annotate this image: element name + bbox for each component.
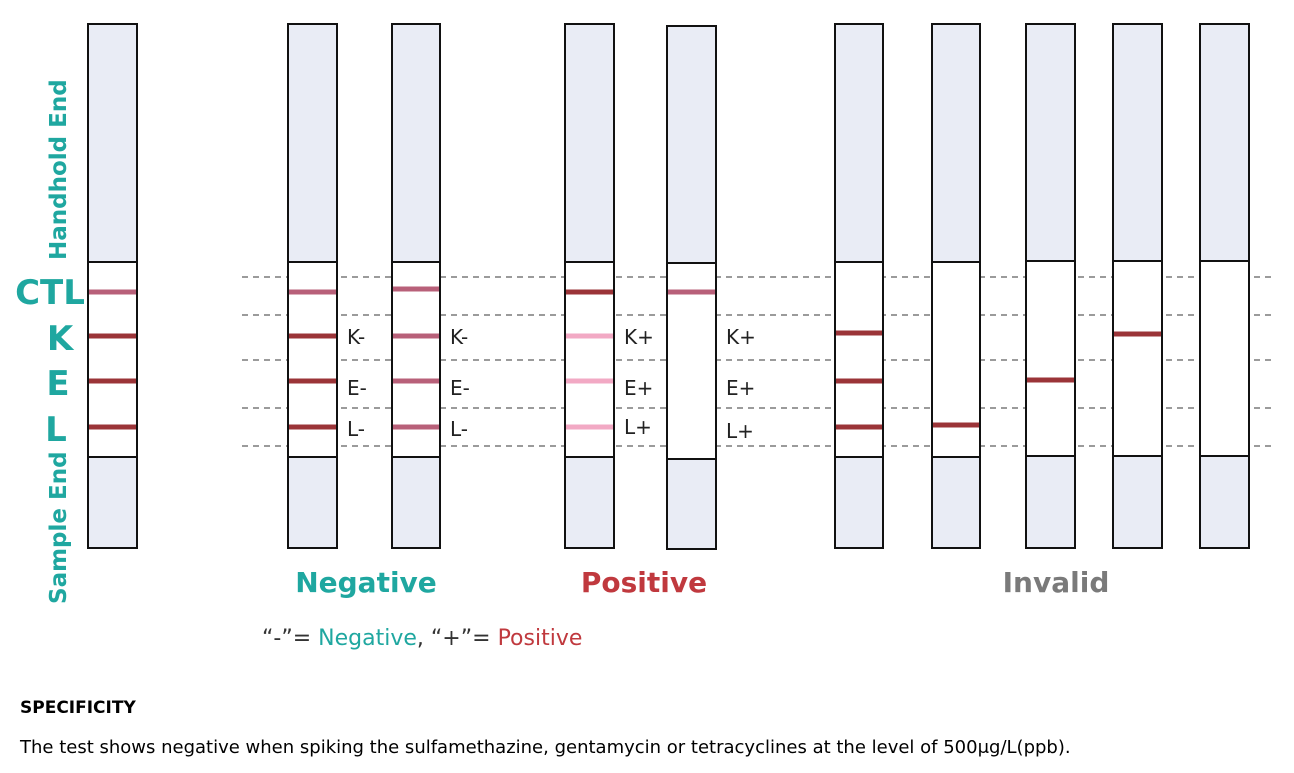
strip-sample-section bbox=[287, 456, 338, 549]
test-strip-invalid-1 bbox=[834, 23, 884, 549]
test-strip-invalid-5 bbox=[1199, 23, 1250, 549]
strip-sample-section bbox=[1025, 455, 1076, 549]
guide-lines bbox=[242, 276, 1276, 447]
legend-negative: Negative bbox=[318, 626, 417, 651]
handhold-end-label: Handhold End bbox=[46, 79, 72, 260]
ctl-label: CTL bbox=[15, 273, 85, 313]
legend-separator: , bbox=[416, 626, 431, 651]
invalid-group-title: Invalid bbox=[1003, 566, 1110, 599]
test-strip-diagram: K- E- L- K- E- L- K+ E+ L+ K+ E+ L+ Handhold End Sa… bbox=[15, 23, 1276, 604]
strip-result-window bbox=[1199, 260, 1250, 457]
negative-group-title: Negative bbox=[295, 566, 437, 599]
strip-result-window bbox=[1025, 260, 1076, 457]
specificity-text: The test shows negative when spiking the… bbox=[20, 737, 1071, 758]
l-label: L bbox=[45, 410, 67, 450]
strip-sample-section bbox=[391, 456, 441, 549]
strip-handhold-section bbox=[834, 23, 884, 263]
strip-handhold-section bbox=[931, 23, 981, 263]
strip-handhold-section bbox=[564, 23, 615, 263]
strip-sample-section bbox=[564, 456, 615, 549]
result-mark-l: L+ bbox=[624, 415, 652, 439]
sample-end-label: Sample End bbox=[46, 451, 72, 604]
strip-result-window bbox=[931, 261, 981, 458]
e-label: E bbox=[46, 364, 69, 404]
result-mark-k: K+ bbox=[726, 325, 756, 349]
strip-sample-section bbox=[1199, 455, 1250, 549]
result-mark-e: E+ bbox=[726, 376, 755, 400]
test-strip-negative-1: K- E- L- bbox=[287, 23, 367, 549]
result-mark-l: L- bbox=[450, 417, 468, 441]
test-strip-reference bbox=[87, 23, 138, 549]
k-label: K bbox=[47, 319, 75, 359]
strip-handhold-section bbox=[391, 23, 441, 263]
result-mark-e: E- bbox=[450, 376, 470, 400]
result-mark-e: E+ bbox=[624, 376, 653, 400]
strip-sample-section bbox=[1112, 455, 1163, 549]
strip-sample-section bbox=[87, 456, 138, 549]
positive-group-title: Positive bbox=[581, 566, 707, 599]
test-strip-invalid-2 bbox=[931, 23, 981, 549]
legend-minus: “-”= bbox=[262, 626, 319, 651]
test-strip-invalid-4 bbox=[1112, 23, 1163, 549]
legend: “-”= Negative, “+”= Positive bbox=[262, 626, 582, 651]
result-mark-k: K- bbox=[450, 325, 468, 349]
strip-sample-section bbox=[931, 456, 981, 549]
strip-handhold-section bbox=[87, 23, 138, 263]
legend-plus: “+”= bbox=[430, 626, 498, 651]
test-strip-positive-2: K+ E+ L+ bbox=[666, 25, 756, 550]
test-strip-positive-1: K+ E+ L+ bbox=[564, 23, 654, 549]
specificity-title: SPECIFICITY bbox=[20, 698, 136, 718]
legend-positive: Positive bbox=[497, 626, 583, 651]
strip-handhold-section bbox=[1025, 23, 1076, 262]
result-mark-l: L+ bbox=[726, 419, 754, 443]
strip-sample-section bbox=[834, 456, 884, 549]
result-mark-e: E- bbox=[347, 376, 367, 400]
result-mark-l: L- bbox=[347, 417, 365, 441]
result-mark-k: K- bbox=[347, 325, 365, 349]
strip-handhold-section bbox=[666, 25, 717, 264]
strip-sample-section bbox=[666, 458, 717, 550]
strip-handhold-section bbox=[1199, 23, 1250, 262]
strip-handhold-section bbox=[287, 23, 338, 263]
result-mark-k: K+ bbox=[624, 325, 654, 349]
test-strips: K- E- L- K- E- L- K+ E+ L+ K+ E+ L+ bbox=[87, 23, 1250, 550]
test-strip-negative-2: K- E- L- bbox=[391, 23, 470, 549]
test-strip-invalid-3 bbox=[1025, 23, 1076, 549]
strip-handhold-section bbox=[1112, 23, 1163, 262]
strip-result-window bbox=[1112, 260, 1163, 457]
